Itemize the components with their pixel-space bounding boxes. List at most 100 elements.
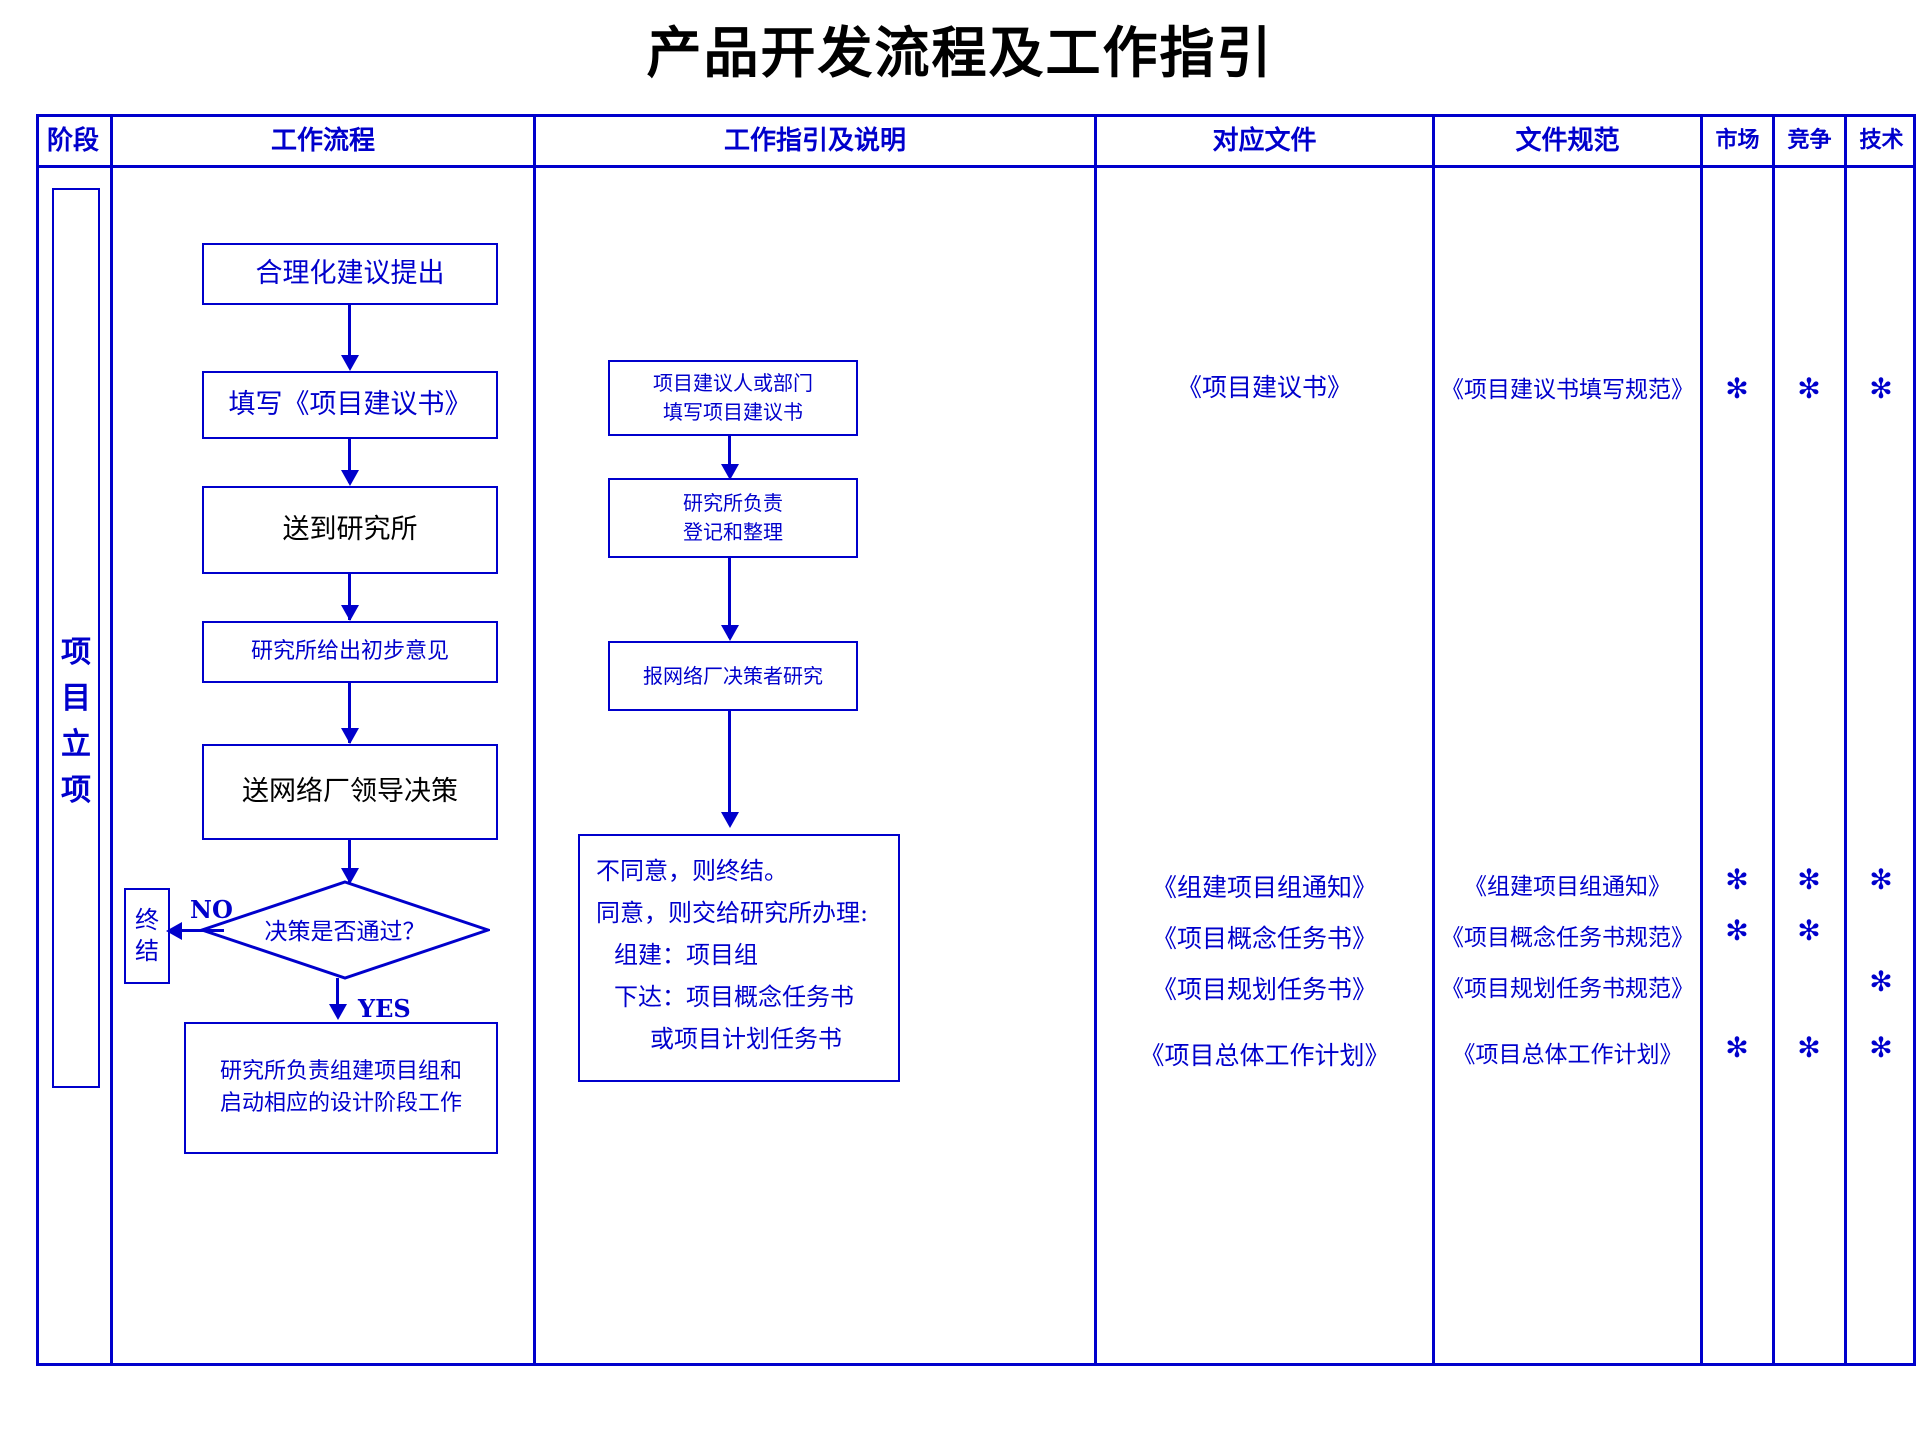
flow-node-line-1: 研究所负责组建项目组和 xyxy=(219,1059,462,1085)
specs-group2-item-3: 《项目规划任务书规范》 xyxy=(1441,976,1694,1002)
header-cell-flow: 工作流程 xyxy=(270,126,375,156)
stage-char-4: 项 xyxy=(61,773,91,808)
documents-group2-item-3: 《项目规划任务书》 xyxy=(1151,975,1377,1004)
flow-arrow-2 xyxy=(341,470,359,486)
eight-point-star-icon-compete-row0: ✻ xyxy=(1797,372,1821,405)
flow-node-institute-initial-opinion[interactable]: 研究所给出初步意见 xyxy=(202,621,498,683)
page-title: 产品开发流程及工作指引 xyxy=(646,21,1274,85)
specs-group2-item-5: 《项目总体工作计划》 xyxy=(1452,1042,1683,1068)
header-cell-guidance: 工作指引及说明 xyxy=(723,126,906,156)
guidance-connector-3 xyxy=(728,711,731,823)
eight-point-star-icon-market-row4: ✻ xyxy=(1725,1031,1749,1064)
flow-node-send-to-institute[interactable]: 送到研究所 xyxy=(202,486,498,574)
stage-char-1: 项 xyxy=(61,635,91,670)
stage-bracket-box xyxy=(52,188,100,1088)
eight-point-star-icon-tech-row3: ✻ xyxy=(1869,965,1893,998)
flow-yes-branch-arrow xyxy=(329,1004,347,1020)
column-divider-market xyxy=(1772,114,1775,1366)
flow-connector-5 xyxy=(348,840,351,884)
guidance-note-line-2: 同意，则交给研究所办理: xyxy=(596,899,869,927)
eight-point-star-icon-tech-row4: ✻ xyxy=(1869,1031,1893,1064)
guidance-node-line-1: 研究所负责 xyxy=(683,491,783,515)
flow-arrow-5 xyxy=(341,868,359,884)
header-cell-specs: 文件规范 xyxy=(1515,126,1620,156)
header-cell-tech: 技术 xyxy=(1859,128,1904,153)
guidance-node-proposer-fills-form[interactable]: 项目建议人或部门 填写项目建议书 xyxy=(608,360,858,436)
guidance-node-line-1: 项目建议人或部门 xyxy=(653,371,813,395)
flow-edge-label-no: NO xyxy=(190,895,233,924)
guidance-note-line-4: 下达：项目概念任务书 xyxy=(614,983,854,1011)
guidance-connector-2 xyxy=(728,558,731,638)
guidance-node-line-2: 填写项目建议书 xyxy=(663,400,803,424)
header-cell-documents: 对应文件 xyxy=(1212,126,1317,156)
flow-decision-label: 决策是否通过？ xyxy=(264,919,426,945)
flow-node-proposal-raised[interactable]: 合理化建议提出 xyxy=(202,243,498,305)
eight-point-star-icon-tech-row1: ✻ xyxy=(1869,863,1893,896)
eight-point-star-icon-market-row0: ✻ xyxy=(1725,372,1749,405)
header-cell-compete: 竞争 xyxy=(1787,128,1832,153)
flow-node-label: 送网络厂领导决策 xyxy=(242,776,458,808)
flow-arrow-1 xyxy=(341,355,359,371)
terminal-char-1: 终 xyxy=(135,905,159,934)
eight-point-star-icon-tech-row0: ✻ xyxy=(1869,372,1893,405)
eight-point-star-icon-compete-row1: ✻ xyxy=(1797,863,1821,896)
guidance-note-line-3: 组建：项目组 xyxy=(614,941,758,969)
flow-decision-diamond[interactable] xyxy=(200,880,490,980)
guidance-note-line-1: 不同意，则终结。 xyxy=(596,857,788,885)
flow-node-line-2: 启动相应的设计阶段工作 xyxy=(219,1091,462,1116)
flow-node-label: 填写《项目建议书》 xyxy=(228,389,472,421)
stage-char-3: 立 xyxy=(61,727,91,762)
specs-group1-item-1: 《项目建议书填写规范》 xyxy=(1441,377,1694,403)
flow-no-branch-arrow xyxy=(166,922,182,940)
column-divider-specs xyxy=(1700,114,1703,1366)
eight-point-star-icon-compete-row4: ✻ xyxy=(1797,1031,1821,1064)
column-divider-documents xyxy=(1432,114,1435,1366)
header-cell-market: 市场 xyxy=(1715,128,1760,153)
specs-group2-item-1: 《组建项目组通知》 xyxy=(1464,874,1671,900)
guidance-arrow-3 xyxy=(721,812,739,828)
header-cell-stage: 阶段 xyxy=(46,126,99,156)
guidance-note-box[interactable]: 不同意，则终结。 同意，则交给研究所办理: 组建：项目组 下达：项目概念任务书 … xyxy=(578,834,900,1082)
documents-group2-item-2: 《项目概念任务书》 xyxy=(1151,924,1377,953)
stage-label-vertical: 项 目 立 项 xyxy=(52,630,100,814)
flow-connector-3 xyxy=(348,574,351,620)
flow-node-send-to-network-plant-leadership[interactable]: 送网络厂领导决策 xyxy=(202,744,498,840)
flow-node-institute-forms-project-team[interactable]: 研究所负责组建项目组和 启动相应的设计阶段工作 xyxy=(184,1022,498,1154)
header-separator-rule xyxy=(36,165,1916,168)
flow-arrow-3 xyxy=(341,605,359,621)
terminal-char-2: 结 xyxy=(135,937,159,965)
specs-group2-item-2: 《项目概念任务书规范》 xyxy=(1441,925,1694,951)
documents-group1-item-1: 《项目建议书》 xyxy=(1176,373,1352,402)
column-divider-compete xyxy=(1844,114,1847,1366)
guidance-node-institute-registers[interactable]: 研究所负责 登记和整理 xyxy=(608,478,858,558)
flowchart-table-frame xyxy=(36,114,1916,1366)
flow-connector-4 xyxy=(348,683,351,743)
eight-point-star-icon-market-row1: ✻ xyxy=(1725,863,1749,896)
guidance-connector-1 xyxy=(728,436,731,476)
flow-terminal-node[interactable]: 终 结 xyxy=(124,888,170,984)
flow-node-label: 合理化建议提出 xyxy=(255,258,445,290)
flow-no-branch-line xyxy=(172,929,224,932)
flow-node-label: 送到研究所 xyxy=(282,514,418,546)
flow-yes-branch-line xyxy=(336,978,339,1016)
eight-point-star-icon-compete-row2: ✻ xyxy=(1797,914,1821,947)
stage-char-2: 目 xyxy=(61,681,91,716)
guidance-note-line-5: 或项目计划任务书 xyxy=(650,1025,842,1053)
flow-edge-label-yes: YES xyxy=(358,994,411,1023)
column-divider-guidance xyxy=(1094,114,1097,1366)
flow-connector-2 xyxy=(348,439,351,483)
guidance-arrow-1 xyxy=(721,464,739,480)
guidance-node-line-2: 登记和整理 xyxy=(683,520,783,544)
documents-group2-item-5: 《项目总体工作计划》 xyxy=(1139,1041,1390,1070)
column-divider-flow xyxy=(533,114,536,1366)
flow-node-label: 研究所给出初步意见 xyxy=(250,639,449,665)
column-divider-stage xyxy=(110,114,113,1366)
flow-node-fill-proposal-form[interactable]: 填写《项目建议书》 xyxy=(202,371,498,439)
guidance-node-line-1: 报网络厂决策者研究 xyxy=(643,663,823,688)
documents-group2-item-1: 《组建项目组通知》 xyxy=(1151,873,1377,902)
flow-arrow-4 xyxy=(341,728,359,744)
guidance-node-report-to-decider[interactable]: 报网络厂决策者研究 xyxy=(608,641,858,711)
eight-point-star-icon-market-row2: ✻ xyxy=(1725,914,1749,947)
guidance-arrow-2 xyxy=(721,625,739,641)
flow-connector-1 xyxy=(348,305,351,361)
